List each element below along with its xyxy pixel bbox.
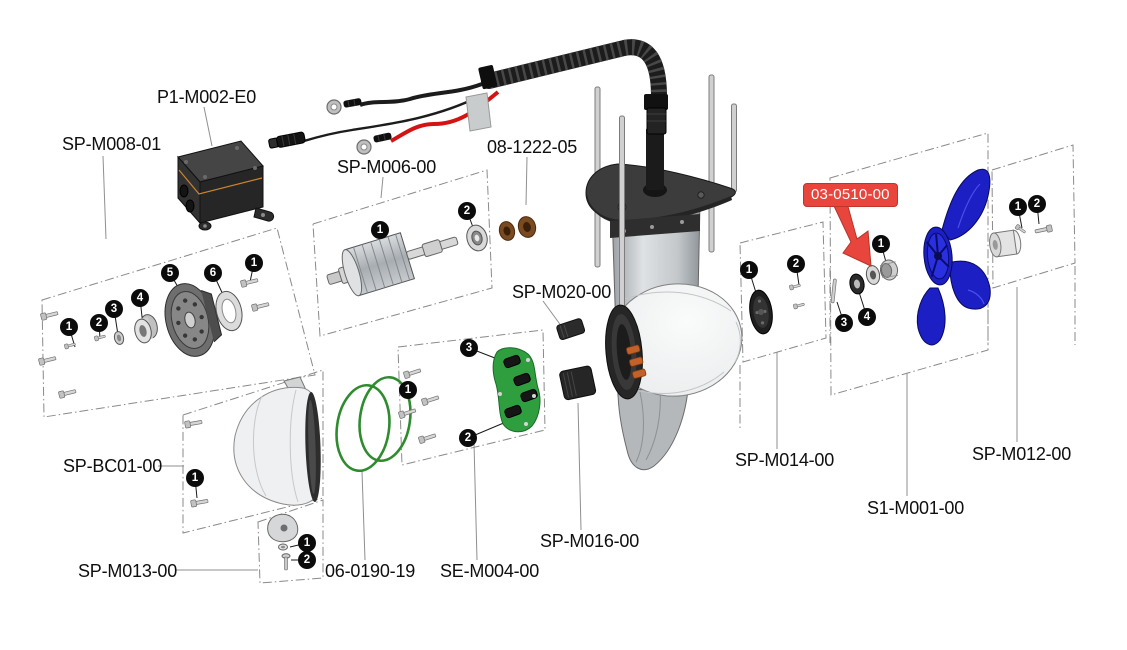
mounting-stud — [708, 74, 715, 253]
group-06-0190-19 — [335, 375, 412, 473]
highlighted-washer — [865, 265, 881, 285]
mounting-stud — [731, 103, 737, 193]
gasket-ring — [215, 290, 243, 332]
motor-coils — [626, 344, 647, 379]
part-label-sp-m008-01[interactable]: SP-M008-01 — [62, 134, 162, 154]
box-sp-bc01-00 — [182, 369, 324, 534]
battery-cable-harness — [268, 39, 667, 155]
highlight-arrow — [833, 202, 872, 267]
balloon-5: 5 — [161, 264, 179, 282]
anode-cylinder — [989, 229, 1022, 258]
balloon-1: 1 — [186, 469, 204, 487]
highlighted-part-label-03-0510-00[interactable]: 03-0510-00 — [803, 183, 898, 207]
balloon-1: 1 — [1009, 198, 1027, 216]
balloon-4: 4 — [858, 308, 876, 326]
part-label-sp-m012-00[interactable]: SP-M012-00 — [972, 444, 1072, 464]
controller-p1-m002-e0 — [177, 140, 275, 231]
balloon-3: 3 — [835, 314, 853, 332]
mounting-stud — [619, 115, 625, 319]
cable-tag — [465, 92, 492, 132]
group-sp-bc01-00 — [184, 376, 321, 508]
balloon-1: 1 — [245, 254, 263, 272]
group-s1-m001-00 — [830, 168, 991, 346]
group-sp-m020-00 — [556, 318, 586, 340]
bearing — [466, 224, 488, 252]
crimp-sleeve — [373, 132, 392, 143]
crimp-sleeve — [343, 98, 362, 108]
balloon-6: 6 — [204, 264, 222, 282]
balloon-1: 1 — [298, 534, 316, 552]
thrust-washer — [849, 273, 865, 295]
group-08-1222-05 — [498, 216, 537, 241]
box-s1-m001-00 — [829, 132, 989, 396]
part-label-se-m004-00[interactable]: SE-M004-00 — [440, 561, 540, 581]
main-motor-unit — [585, 74, 743, 471]
group-boxes — [41, 132, 1076, 584]
collar-band — [610, 214, 700, 238]
part-label-06-0190-19[interactable]: 06-0190-19 — [325, 561, 416, 581]
washer — [113, 331, 125, 345]
part-label-sp-m013-00[interactable]: SP-M013-00 — [78, 561, 178, 581]
group-se-m004-00 — [397, 347, 541, 445]
group-sp-m013-00 — [267, 513, 299, 571]
part-label-sp-m006-00[interactable]: SP-M006-00 — [337, 157, 437, 177]
balloon-2: 2 — [1028, 195, 1046, 213]
balloon-3: 3 — [105, 300, 123, 318]
nose-cone — [233, 386, 318, 506]
end-cap-disc — [749, 289, 773, 335]
part-label-sp-m020-00[interactable]: SP-M020-00 — [512, 282, 612, 302]
balloon-1: 1 — [371, 221, 389, 239]
part-label-p1-m002-e0[interactable]: P1-M002-E0 — [157, 87, 257, 107]
box-sp-m013-00 — [257, 499, 324, 584]
balloon-3: 3 — [460, 339, 478, 357]
drive-pin — [830, 278, 837, 304]
balloon-2: 2 — [787, 255, 805, 273]
balloon-1: 1 — [60, 318, 78, 336]
group-sp-m012-00 — [989, 223, 1053, 258]
prop-nut — [879, 259, 899, 281]
label-leaders — [102, 106, 1018, 571]
motor-end-cap — [164, 283, 223, 357]
box-sp-m012-00 — [991, 144, 1076, 289]
balloon-1: 1 — [399, 381, 417, 399]
balloon-4: 4 — [131, 289, 149, 307]
part-label-s1-m001-00[interactable]: S1-M001-00 — [867, 498, 965, 518]
propeller — [916, 168, 991, 346]
prop-hub — [923, 226, 953, 286]
box-sp-m006-00 — [312, 169, 493, 337]
box-se-m004-00 — [397, 329, 546, 466]
group-sp-m006-00 — [326, 224, 488, 297]
shaft-tube — [646, 128, 664, 190]
balloon-2: 2 — [458, 202, 476, 220]
balloon-2: 2 — [90, 314, 108, 332]
balloon-2: 2 — [298, 551, 316, 569]
signal-connector — [268, 131, 306, 149]
box-sp-m014-00 — [739, 221, 827, 363]
part-label-sp-m016-00[interactable]: SP-M016-00 — [540, 531, 640, 551]
rotor — [326, 232, 459, 297]
part-label-sp-bc01-00[interactable]: SP-BC01-00 — [63, 456, 163, 476]
group-sp-m014-00 — [749, 282, 806, 335]
balloon-1: 1 — [740, 261, 758, 279]
group-sp-m016-00 — [559, 365, 597, 401]
balloon-2: 2 — [459, 429, 477, 447]
group-sp-m008-01 — [37, 276, 270, 399]
balloon-1: 1 — [872, 235, 890, 253]
box-sp-m008-01 — [41, 227, 316, 418]
part-label-sp-m014-00[interactable]: SP-M014-00 — [735, 450, 835, 470]
part-label-08-1222-05[interactable]: 08-1222-05 — [487, 137, 578, 157]
bearing — [134, 314, 158, 344]
